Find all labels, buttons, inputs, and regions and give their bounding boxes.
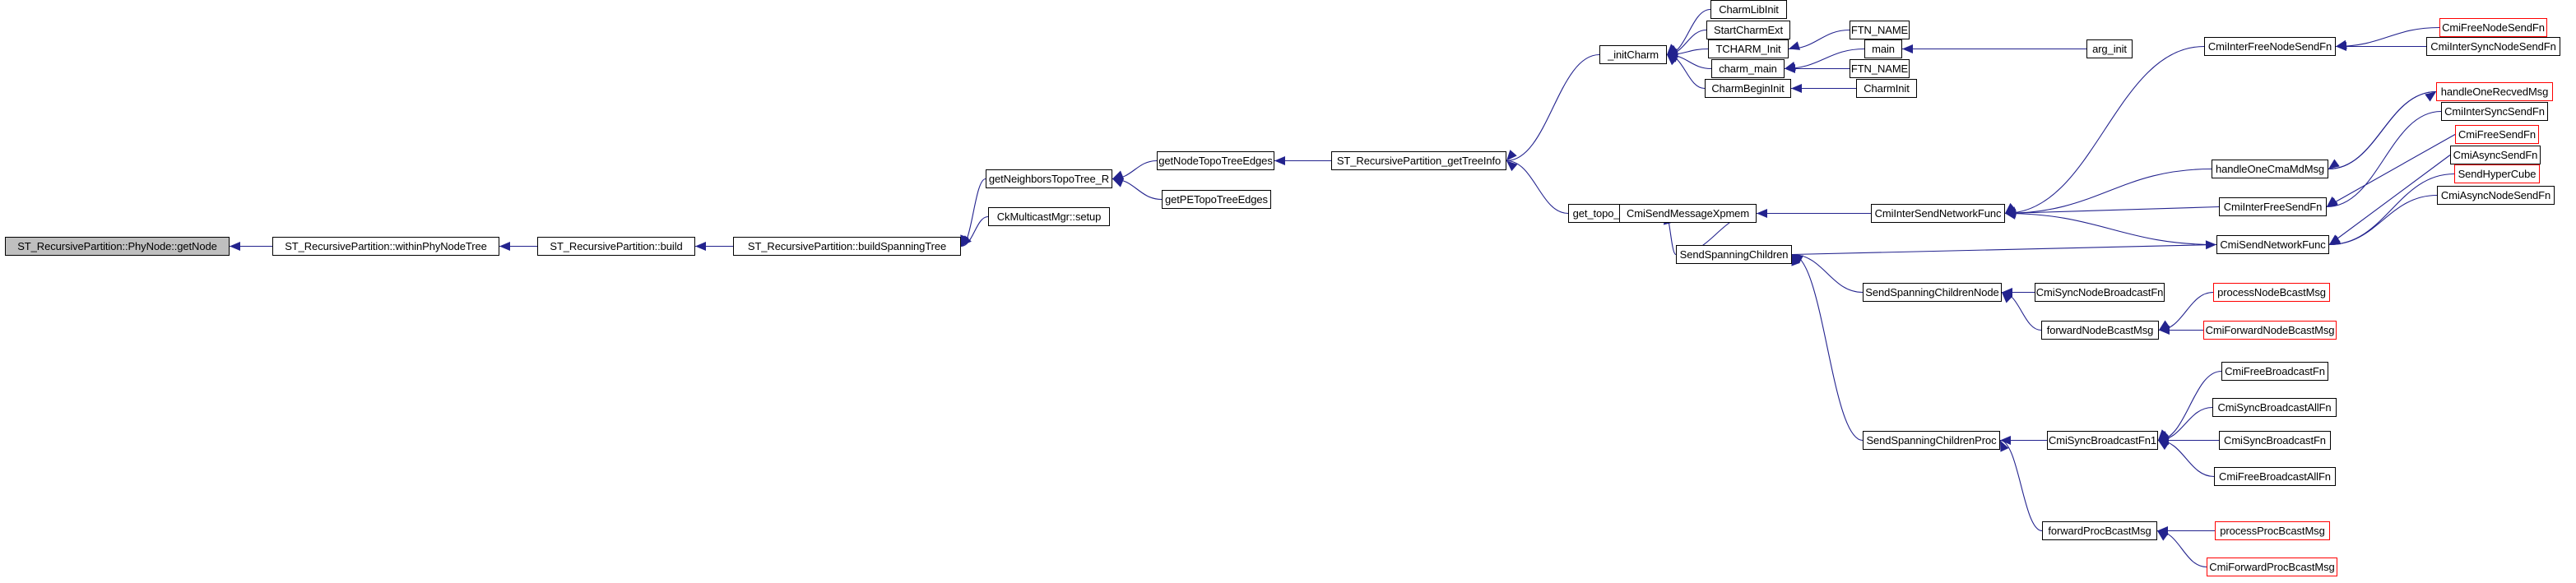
graph-edge: [499, 242, 537, 251]
graph-node[interactable]: forwardProcBcastMsg: [2042, 521, 2157, 540]
graph-edge: [1112, 160, 1158, 180]
graph-node[interactable]: _initCharm: [1599, 45, 1667, 64]
graph-node[interactable]: SendSpanningChildren: [1676, 245, 1792, 264]
graph-node[interactable]: CmiAsyncNodeSendFn: [2437, 186, 2555, 205]
graph-node[interactable]: CmiAsyncSendFn: [2450, 146, 2541, 164]
graph-edge: [2004, 206, 2220, 218]
graph-node[interactable]: ST_RecursivePartition::build: [537, 237, 695, 256]
graph-node[interactable]: main: [1864, 39, 1902, 58]
graph-node[interactable]: ST_RecursivePartition_getTreeInfo: [1331, 151, 1506, 170]
graph-edge: [2004, 210, 2217, 246]
graph-node[interactable]: CharmBeginInit: [1705, 79, 1791, 98]
graph-edge: [1791, 253, 1864, 442]
graph-edge: [2157, 439, 2215, 478]
graph-edge: [2159, 326, 2203, 335]
graph-node[interactable]: CmiSendNetworkFunc: [2216, 235, 2329, 254]
graph-node[interactable]: SendSpanningChildrenProc: [1863, 431, 2000, 450]
graph-edge: [1757, 209, 1871, 218]
graph-edge: [2328, 155, 2451, 245]
graph-node[interactable]: CharmLibInit: [1710, 0, 1787, 19]
graph-edge: [2328, 194, 2438, 246]
graph-edge: [1785, 64, 1850, 73]
graph-edge: [2328, 90, 2437, 170]
graph-edge: [1666, 29, 1707, 56]
graph-edge: [2004, 45, 2205, 215]
graph-edge: [960, 178, 986, 248]
graph-edge: [1666, 48, 1709, 58]
graph-edge: [2002, 288, 2035, 297]
graph-node[interactable]: CmiFreeBroadcastAllFn: [2214, 467, 2336, 486]
graph-edge: [1791, 253, 1864, 294]
graph-edge: [695, 242, 733, 251]
graph-edge: [1506, 160, 1569, 215]
graph-edge: [2336, 42, 2426, 51]
graph-edge: [2156, 530, 2207, 568]
graph-node[interactable]: handleOneCmaMdMsg: [2212, 160, 2328, 178]
graph-edge: [2157, 406, 2213, 442]
graph-node[interactable]: CmiInterSendNetworkFunc: [1871, 204, 2005, 223]
graph-edge: [1791, 84, 1856, 93]
graph-node[interactable]: forwardNodeBcastMsg: [2041, 321, 2159, 340]
graph-edge: [2326, 110, 2442, 208]
graph-edge: [2158, 436, 2219, 445]
graph-node[interactable]: CkMulticastMgr::setup: [988, 207, 1110, 226]
graph-node[interactable]: CmiFreeBroadcastFn: [2221, 362, 2328, 381]
graph-edge: [1666, 8, 1711, 56]
graph-edge: [2004, 168, 2212, 216]
graph-node[interactable]: ST_RecursivePartition::withinPhyNodeTree: [272, 237, 499, 256]
graph-edge: [1666, 53, 1712, 70]
graph-edge: [1902, 44, 2086, 53]
graph-node[interactable]: StartCharmExt: [1706, 21, 1790, 39]
graph-node[interactable]: CmiFreeSendFn: [2455, 125, 2539, 144]
graph-edge: [2000, 436, 2047, 445]
graph-edge: [1274, 156, 1331, 165]
graph-node[interactable]: ST_RecursivePartition::PhyNode::getNode: [5, 237, 230, 256]
graph-edge: [1791, 240, 2217, 256]
graph-edge: [960, 215, 989, 248]
graph-node[interactable]: CmiSyncBroadcastAllFn: [2212, 398, 2337, 417]
graph-node[interactable]: getNodeTopoTreeEdges: [1157, 151, 1274, 170]
graph-node[interactable]: processNodeBcastMsg: [2213, 283, 2330, 302]
graph-node[interactable]: CmiFreeNodeSendFn: [2439, 18, 2547, 37]
graph-node[interactable]: getPETopoTreeEdges: [1162, 190, 1271, 209]
graph-edge: [230, 242, 272, 251]
graph-edge: [2326, 134, 2456, 207]
graph-node[interactable]: SendSpanningChildrenNode: [1863, 283, 2002, 302]
graph-node[interactable]: FTN_NAME: [1850, 59, 1910, 78]
graph-node[interactable]: handleOneRecvedMsg: [2436, 82, 2553, 101]
graph-node[interactable]: TCHARM_Init: [1708, 39, 1789, 58]
graph-node[interactable]: arg_init: [2086, 39, 2133, 58]
graph-node[interactable]: CmiSendMessageXpmem: [1619, 204, 1757, 223]
graph-edge: [1788, 29, 1850, 50]
graph-node[interactable]: SendHyperCube: [2454, 164, 2540, 183]
graph-edge: [1506, 53, 1600, 162]
graph-node[interactable]: getNeighborsTopoTree_R: [986, 169, 1112, 188]
graph-node[interactable]: CmiForwardNodeBcastMsg: [2203, 321, 2337, 340]
graph-edge: [2335, 26, 2440, 49]
graph-node[interactable]: CmiSyncNodeBroadcastFn: [2035, 283, 2165, 302]
graph-edge: [1666, 53, 1706, 90]
graph-node[interactable]: FTN_NAME: [1850, 21, 1910, 39]
graph-node[interactable]: CmiInterFreeNodeSendFn: [2204, 37, 2336, 56]
graph-node[interactable]: CmiInterFreeSendFn: [2219, 197, 2327, 216]
graph-node[interactable]: CmiInterSyncSendFn: [2441, 102, 2548, 121]
graph-node[interactable]: ST_RecursivePartition::buildSpanningTree: [733, 237, 961, 256]
graph-node[interactable]: CmiInterSyncNodeSendFn: [2426, 37, 2560, 56]
graph-edge: [1112, 178, 1163, 201]
graph-edge: [1999, 439, 2043, 532]
graph-node[interactable]: CmiForwardProcBcastMsg: [2207, 558, 2337, 576]
graph-node[interactable]: CmiSyncBroadcastFn: [2219, 431, 2331, 450]
graph-edge: [2328, 173, 2455, 246]
graph-edge: [2328, 90, 2437, 170]
graph-node[interactable]: CharmInit: [1856, 79, 1917, 98]
graph-edge: [2157, 526, 2215, 535]
graph-node[interactable]: processProcBcastMsg: [2215, 521, 2330, 540]
graph-node[interactable]: charm_main: [1711, 59, 1785, 78]
graph-node[interactable]: CmiSyncBroadcastFn1: [2047, 431, 2158, 450]
